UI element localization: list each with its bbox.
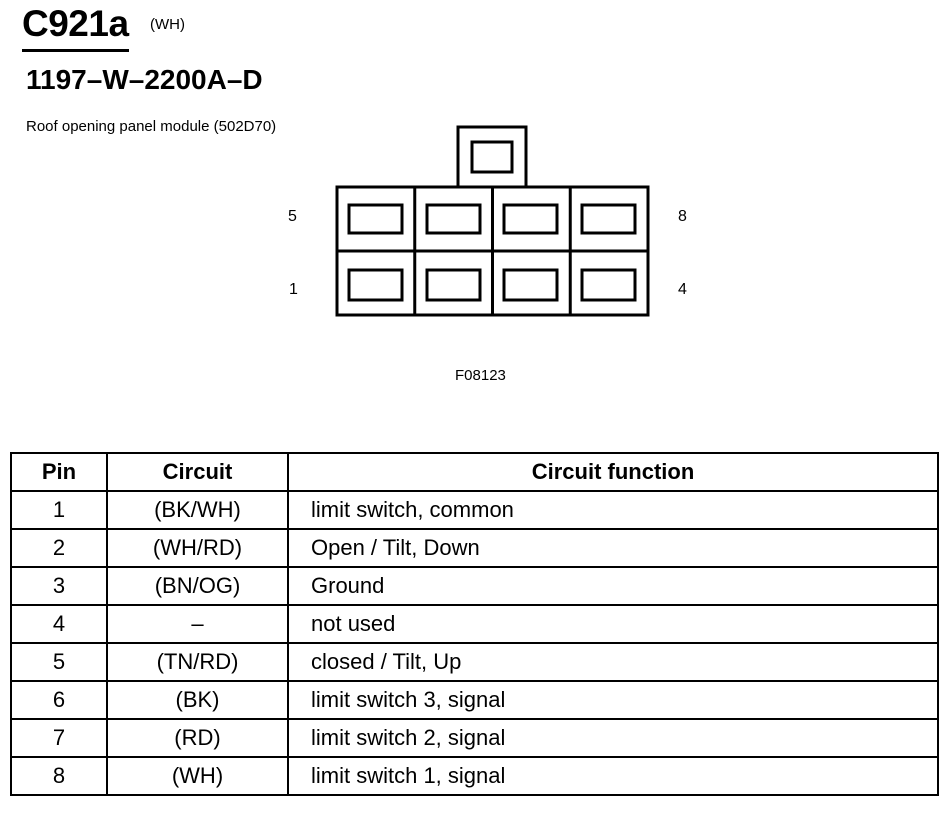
pin-label-bottom-left: 1 <box>289 281 298 298</box>
figure-id: F08123 <box>455 367 506 384</box>
pin-cell: 4 <box>10 604 108 644</box>
pin-table: Pin Circuit Circuit function 1 (BK/WH) l… <box>10 452 939 796</box>
pin-cell: 3 <box>10 566 108 606</box>
function-cell: not used <box>287 604 939 644</box>
function-cell: Ground <box>287 566 939 606</box>
header-pin: Pin <box>10 452 108 492</box>
circuit-cell: (BK) <box>106 680 289 720</box>
pin-cell: 6 <box>10 680 108 720</box>
circuit-cell: (RD) <box>106 718 289 758</box>
pin-cell: 5 <box>10 642 108 682</box>
terminal-pin-5 <box>347 203 404 235</box>
circuit-cell: – <box>106 604 289 644</box>
pin-cell: 1 <box>10 490 108 530</box>
circuit-cell: (BK/WH) <box>106 490 289 530</box>
part-number: 1197–W–2200A–D <box>26 64 263 95</box>
terminal-pin-4 <box>580 268 637 302</box>
table-header-row: Pin Circuit Circuit function <box>10 452 939 492</box>
pin-cell: 7 <box>10 718 108 758</box>
terminal-pin-2 <box>425 268 482 302</box>
circuit-cell: (WH) <box>106 756 289 796</box>
table-row: 7 (RD) limit switch 2, signal <box>10 718 939 758</box>
function-cell: limit switch, common <box>287 490 939 530</box>
table-row: 6 (BK) limit switch 3, signal <box>10 680 939 720</box>
terminal-pin-3 <box>502 268 559 302</box>
header-circuit-function: Circuit function <box>287 452 939 492</box>
table-row: 5 (TN/RD) closed / Tilt, Up <box>10 642 939 682</box>
terminal-pin-1 <box>347 268 404 302</box>
pin-label-top-left: 5 <box>288 208 297 225</box>
circuit-cell: (TN/RD) <box>106 642 289 682</box>
pin-label-bottom-right: 4 <box>678 281 687 298</box>
function-cell: limit switch 2, signal <box>287 718 939 758</box>
connector-id: C921a <box>22 2 129 52</box>
circuit-cell: (WH/RD) <box>106 528 289 568</box>
table-row: 3 (BN/OG) Ground <box>10 566 939 606</box>
pin-cell: 2 <box>10 528 108 568</box>
table-row: 2 (WH/RD) Open / Tilt, Down <box>10 528 939 568</box>
terminal-pin-8 <box>580 203 637 235</box>
table-row: 8 (WH) limit switch 1, signal <box>10 756 939 796</box>
table-row: 4 – not used <box>10 604 939 644</box>
function-cell: closed / Tilt, Up <box>287 642 939 682</box>
terminal-pin-7 <box>502 203 559 235</box>
component-name: Roof opening panel module (502D70) <box>26 118 277 135</box>
circuit-cell: (BN/OG) <box>106 566 289 606</box>
function-cell: limit switch 3, signal <box>287 680 939 720</box>
connector-face-diagram <box>335 125 650 317</box>
table-row: 1 (BK/WH) limit switch, common <box>10 490 939 530</box>
connector-locking-tab <box>456 125 528 189</box>
function-cell: limit switch 1, signal <box>287 756 939 796</box>
pin-label-top-right: 8 <box>678 208 687 225</box>
pin-cell: 8 <box>10 756 108 796</box>
connector-locking-tab-window <box>470 140 514 174</box>
header-circuit: Circuit <box>106 452 289 492</box>
function-cell: Open / Tilt, Down <box>287 528 939 568</box>
connector-color-code: (WH) <box>150 16 185 33</box>
terminal-pin-6 <box>425 203 482 235</box>
